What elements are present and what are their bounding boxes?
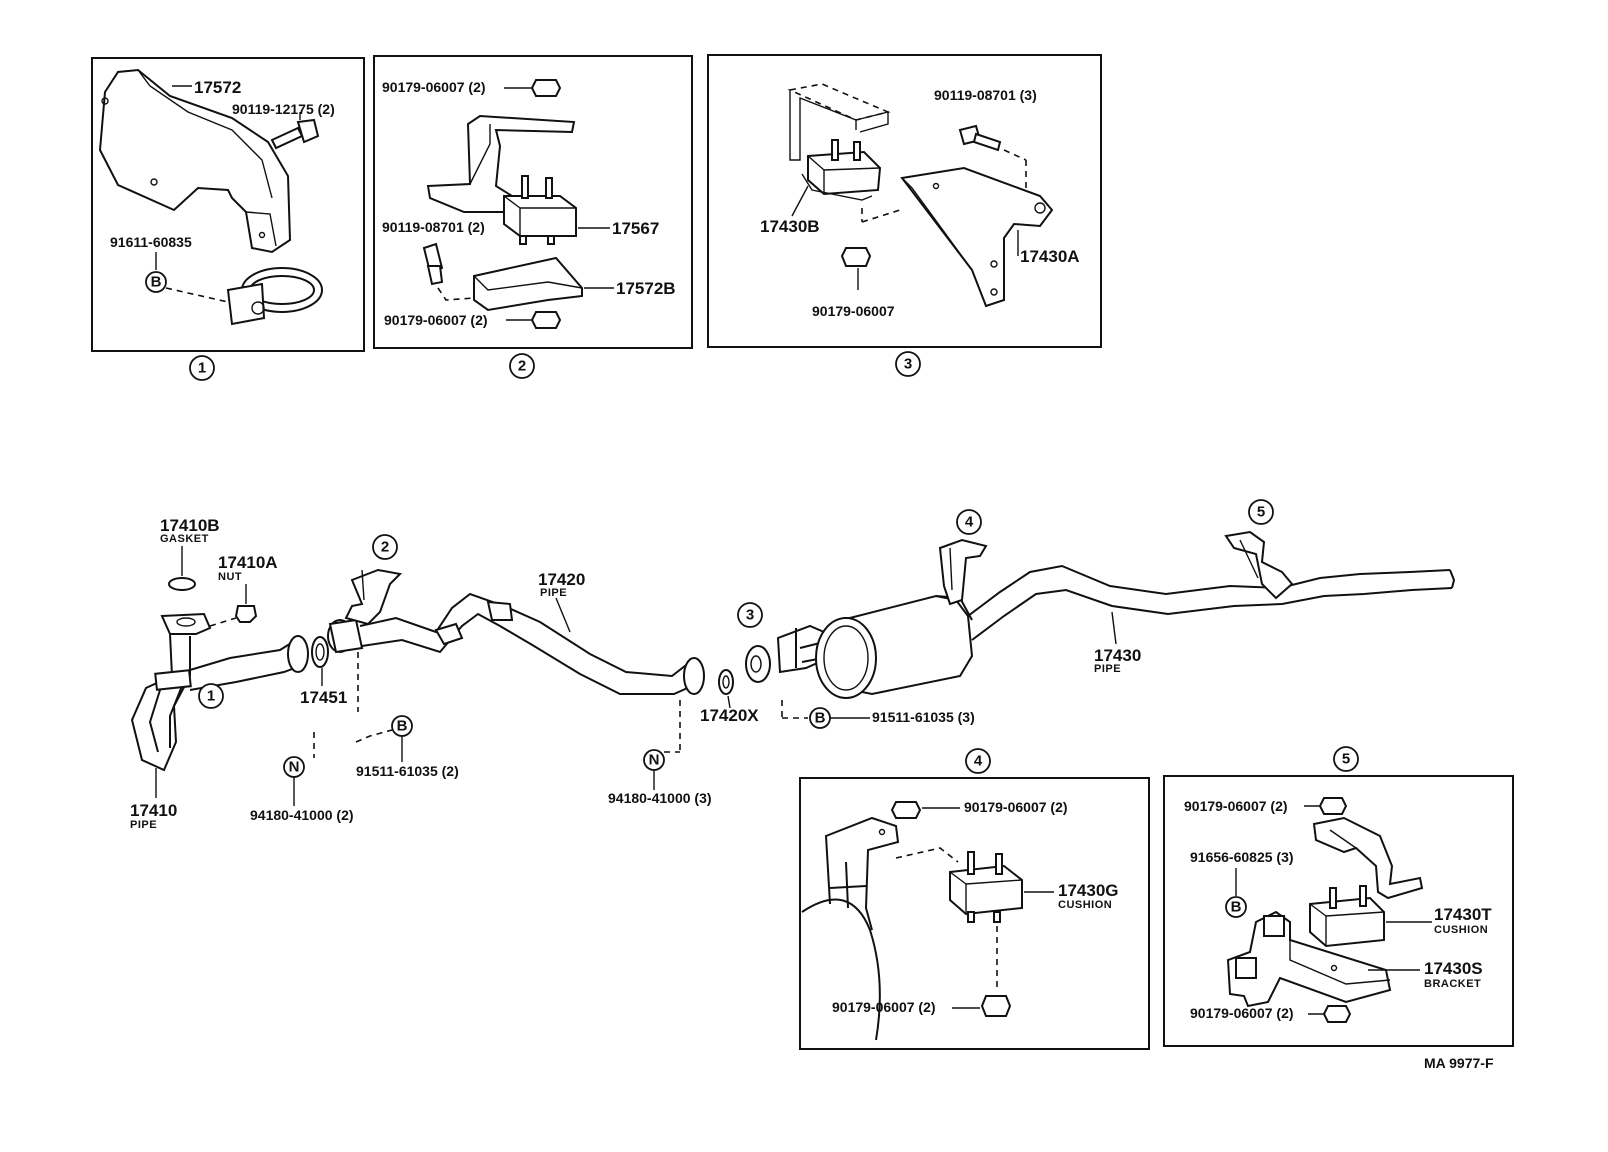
part-number-17430G: 17430G bbox=[1058, 881, 1119, 900]
svg-text:B: B bbox=[815, 710, 826, 727]
part-number-17451: 17451 bbox=[300, 688, 347, 707]
part-number-90179-06007-box3: 90179-06007 bbox=[812, 303, 895, 319]
svg-text:N: N bbox=[289, 759, 300, 776]
callout-2 bbox=[372, 534, 398, 560]
nut-icon bbox=[840, 247, 872, 267]
label-pipe-17420: PIPE bbox=[540, 587, 567, 599]
svg-text:3: 3 bbox=[904, 356, 912, 373]
nut-icon bbox=[980, 995, 1012, 1017]
svg-text:2: 2 bbox=[518, 358, 526, 375]
part-number-91611-60835: 91611-60835 bbox=[110, 234, 192, 250]
detail-callout-3 bbox=[895, 351, 921, 377]
part-number-17430A: 17430A bbox=[1020, 247, 1080, 266]
svg-text:B: B bbox=[1231, 899, 1242, 916]
part-number-90179-06007-top: 90179-06007 (2) bbox=[382, 79, 486, 95]
detail-callout-5 bbox=[1333, 746, 1359, 772]
nut-icon bbox=[530, 79, 562, 97]
muffler bbox=[815, 594, 974, 699]
bolt-icon bbox=[270, 118, 320, 150]
label-gasket: GASKET bbox=[160, 533, 209, 545]
svg-text:3: 3 bbox=[746, 607, 754, 624]
nut-icon bbox=[1322, 1005, 1352, 1023]
detail-box-1: 17572 90119-12175 (2) 91611-60835 B bbox=[91, 57, 365, 352]
svg-text:5: 5 bbox=[1257, 504, 1265, 521]
label-bracket-box5: BRACKET bbox=[1424, 978, 1481, 990]
label-nut: NUT bbox=[218, 571, 242, 583]
part-number-90179-06007-bottom-box2: 90179-06007 (2) bbox=[384, 312, 488, 328]
part-number-90179-06007-top-box4: 90179-06007 (2) bbox=[964, 799, 1068, 815]
part-number-17430T: 17430T bbox=[1434, 905, 1492, 924]
svg-text:1: 1 bbox=[198, 360, 206, 377]
part-number-90119-08701-box3: 90119-08701 (3) bbox=[934, 87, 1037, 103]
circle-b-icon bbox=[145, 271, 167, 293]
part-number-17420X: 17420X bbox=[700, 706, 759, 725]
svg-text:2: 2 bbox=[381, 539, 389, 556]
detail-box-4: 90179-06007 (2) 17430G CUSHION 90179-060… bbox=[799, 777, 1150, 1050]
part-number-94180-41000-2: 94180-41000 (2) bbox=[250, 807, 354, 823]
part-number-17410B: 17410B bbox=[160, 516, 220, 535]
part-number-17410A: 17410A bbox=[218, 553, 278, 572]
detail-box-2: 90179-06007 (2) 17567 90119-08701 (2) 17… bbox=[373, 55, 693, 349]
figure-code: MA 9977-F bbox=[1424, 1055, 1494, 1071]
part-number-17430S: 17430S bbox=[1424, 959, 1483, 978]
callout-3 bbox=[737, 602, 763, 628]
part-number-91511-61035-2: 91511-61035 (2) bbox=[356, 763, 459, 779]
part-number-90179-06007-top-box5: 90179-06007 (2) bbox=[1184, 798, 1288, 814]
part-number-17430: 17430 bbox=[1094, 646, 1141, 665]
part-number-91511-61035-3: 91511-61035 (3) bbox=[872, 709, 975, 725]
nut-icon bbox=[234, 605, 258, 623]
circle-b-icon bbox=[1225, 896, 1247, 918]
svg-text:N: N bbox=[649, 752, 660, 769]
svg-text:5: 5 bbox=[1342, 751, 1350, 768]
part-number-17572: 17572 bbox=[194, 78, 241, 97]
part-number-17572B: 17572B bbox=[616, 279, 676, 298]
callout-1 bbox=[198, 683, 224, 709]
part-number-17410: 17410 bbox=[130, 801, 177, 820]
part-number-90119-12175: 90119-12175 (2) bbox=[232, 101, 335, 117]
svg-text:4: 4 bbox=[965, 514, 974, 531]
nut-icon bbox=[1318, 797, 1348, 815]
callout-5 bbox=[1248, 499, 1274, 525]
label-pipe-17430: PIPE bbox=[1094, 663, 1121, 675]
part-number-90179-06007-bottom-box5: 90179-06007 (2) bbox=[1190, 1005, 1294, 1021]
detail-callout-2 bbox=[509, 353, 535, 379]
callout-4 bbox=[956, 509, 982, 535]
svg-text:1: 1 bbox=[207, 688, 215, 705]
gasket-icon bbox=[168, 577, 196, 591]
nut-icon bbox=[530, 311, 562, 329]
detail-callout-4 bbox=[965, 748, 991, 774]
svg-text:4: 4 bbox=[974, 753, 983, 770]
label-cushion-box5: CUSHION bbox=[1434, 924, 1488, 936]
exhaust-assembly: 17410B GASKET 17410A NUT 1 17410 PIPE 17… bbox=[130, 499, 1456, 831]
detail-callout-1 bbox=[189, 355, 215, 381]
svg-text:B: B bbox=[397, 718, 408, 735]
label-cushion-box4: CUSHION bbox=[1058, 899, 1112, 911]
part-number-17567: 17567 bbox=[612, 219, 659, 238]
part-number-17420: 17420 bbox=[538, 570, 585, 589]
part-number-90119-08701-box2: 90119-08701 (2) bbox=[382, 219, 485, 235]
detail-box-5: 90179-06007 (2) 91656-60825 (3) B 17430T… bbox=[1163, 775, 1514, 1047]
detail-box-3: 17430B 90179-06007 90119-08701 (3) 17430… bbox=[707, 54, 1102, 348]
svg-text:B: B bbox=[151, 274, 162, 291]
nut-icon bbox=[890, 801, 922, 819]
label-pipe-17410: PIPE bbox=[130, 819, 157, 831]
part-number-94180-41000-3: 94180-41000 (3) bbox=[608, 790, 712, 806]
part-number-90179-06007-bottom-box4: 90179-06007 (2) bbox=[832, 999, 936, 1015]
pipe-clamp bbox=[226, 267, 323, 326]
part-number-91656-60825: 91656-60825 (3) bbox=[1190, 849, 1294, 865]
part-number-17430B: 17430B bbox=[760, 217, 820, 236]
